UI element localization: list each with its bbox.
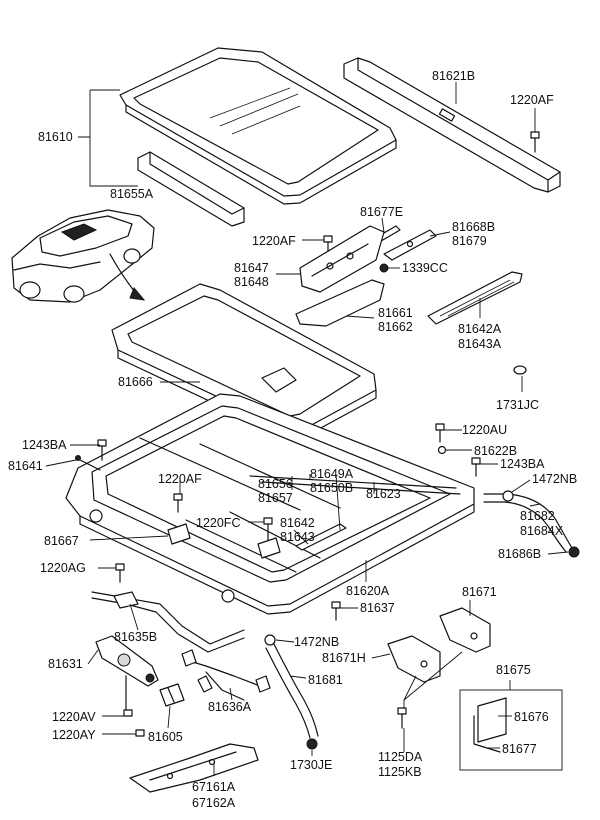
sunroof-frame-81620a — [65, 393, 475, 615]
drain-hose-81682 — [483, 490, 573, 553]
hose-end-81686b — [568, 546, 580, 558]
bracket-81671h — [387, 635, 441, 683]
guide-81642 — [295, 523, 347, 551]
wiring-harness-81636a — [181, 649, 271, 701]
label-81668b: 81668B — [452, 220, 495, 234]
motor-bracket-81647 — [299, 225, 385, 293]
hose-end-1730je — [306, 738, 318, 750]
label-81605: 81605 — [148, 730, 183, 744]
label-81643a: 81643A — [458, 337, 502, 351]
screw-1220av — [123, 709, 133, 717]
label-81686b: 81686B — [498, 547, 541, 561]
label-81636a: 81636A — [208, 700, 252, 714]
rear-guide-rail-81642a — [427, 271, 523, 325]
label-1243ba-left: 1243BA — [22, 438, 67, 452]
screw-1220au — [435, 423, 445, 443]
label-67162a: 67162A — [192, 796, 236, 810]
label-1220au: 1220AU — [462, 423, 507, 437]
cap-1731jc — [513, 365, 527, 375]
label-81662: 81662 — [378, 320, 413, 334]
part-labels: 81610 81655A 81621B 1220AF 81677E 81668B… — [8, 69, 577, 810]
label-81650b: 81650B — [310, 481, 353, 495]
glass-seal-strip — [137, 151, 245, 227]
side-rail-81623 — [249, 475, 461, 495]
relay-81605 — [159, 683, 185, 707]
label-81637: 81637 — [360, 601, 395, 615]
label-67161a: 67161A — [192, 780, 236, 794]
label-1472nb-low: 1472NB — [294, 635, 339, 649]
rail-guide-81668b — [383, 229, 437, 261]
label-81677: 81677 — [502, 742, 537, 756]
label-1731jc: 1731JC — [496, 398, 539, 412]
sunroof-glass-panel — [119, 47, 397, 205]
label-81655a: 81655A — [110, 187, 154, 201]
label-81631: 81631 — [48, 657, 83, 671]
drive-cable-81635b — [91, 591, 245, 653]
label-81647: 81647 — [234, 261, 269, 275]
label-1125da: 1125DA — [378, 750, 423, 764]
bracket-81667 — [167, 523, 191, 545]
label-81684x: 81684X — [520, 524, 564, 538]
label-1730je: 1730JE — [290, 758, 332, 772]
front-drain-hose-81681 — [264, 634, 319, 739]
label-81656: 81656 — [258, 477, 293, 491]
clip-81622b — [437, 445, 447, 455]
drain-pin-81641 — [75, 455, 101, 471]
label-81635b: 81635B — [114, 630, 157, 644]
screw-1220af-top — [530, 131, 540, 153]
label-81677e: 81677E — [360, 205, 403, 219]
label-81610: 81610 — [38, 130, 73, 144]
label-1125kb: 1125KB — [378, 765, 422, 779]
label-81671: 81671 — [462, 585, 497, 599]
screw-1220fc — [257, 517, 281, 559]
screw-1220ay — [135, 729, 145, 737]
screw-1220af-low — [173, 493, 183, 513]
label-81641: 81641 — [8, 459, 43, 473]
nut-1339cc — [379, 263, 389, 273]
label-81671h: 81671H — [322, 651, 366, 665]
label-1472nb-right: 1472NB — [532, 472, 577, 486]
label-81642: 81642 — [280, 516, 315, 530]
roof-cover-67161a — [129, 743, 259, 793]
kit-box-81675 — [459, 689, 563, 771]
label-81642a: 81642A — [458, 322, 502, 336]
bracket-81671 — [439, 607, 491, 653]
label-1220fc: 1220FC — [196, 516, 240, 530]
label-81667: 81667 — [44, 534, 79, 548]
label-81679: 81679 — [452, 234, 487, 248]
bolt-1125da — [397, 707, 407, 729]
leader-lines — [45, 82, 569, 776]
label-81657: 81657 — [258, 491, 293, 505]
screw-81637 — [331, 601, 341, 621]
screw-1243ba-left — [97, 439, 107, 461]
label-1220af-low: 1220AF — [158, 472, 202, 486]
sunroof-motor-81631 — [95, 635, 159, 713]
label-81643: 81643 — [280, 530, 315, 544]
label-81661: 81661 — [378, 306, 413, 320]
label-1220af-top: 1220AF — [510, 93, 554, 107]
label-81666: 81666 — [118, 375, 153, 389]
label-81681: 81681 — [308, 673, 343, 687]
label-1220av: 1220AV — [52, 710, 96, 724]
label-81623: 81623 — [366, 487, 401, 501]
label-1220ag: 1220AG — [40, 561, 86, 575]
label-81682: 81682 — [520, 509, 555, 523]
label-81620a: 81620A — [346, 584, 390, 598]
label-81675: 81675 — [496, 663, 531, 677]
vehicle-location-icon — [11, 209, 155, 303]
label-1339cc: 1339CC — [402, 261, 448, 275]
label-1220ay: 1220AY — [52, 728, 96, 742]
label-81676: 81676 — [514, 710, 549, 724]
label-81648: 81648 — [234, 275, 269, 289]
guide-plate-81661 — [295, 279, 385, 327]
screw-1243ba-right — [471, 457, 481, 477]
label-1243ba-right: 1243BA — [500, 457, 545, 471]
label-81649a: 81649A — [310, 467, 354, 481]
wind-deflector — [343, 57, 561, 193]
label-81621b: 81621B — [432, 69, 475, 83]
label-81622b: 81622B — [474, 444, 517, 458]
screw-1220ag — [115, 563, 125, 583]
label-1220af-mid: 1220AF — [252, 234, 296, 248]
